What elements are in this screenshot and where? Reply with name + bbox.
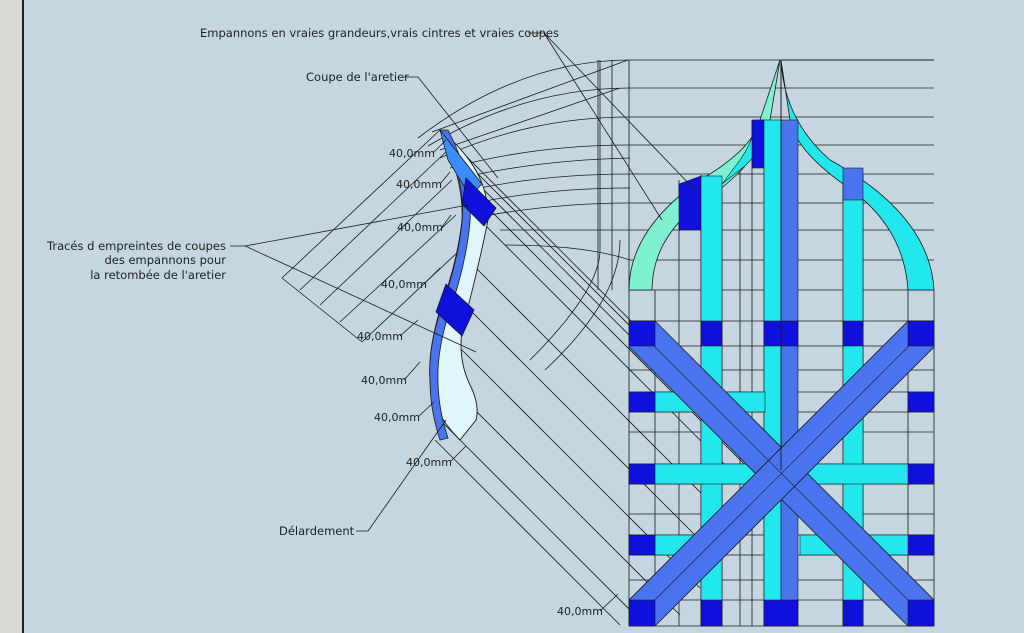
dimension-label: 40,0mm: [381, 278, 427, 291]
profile-navy-block-1: [461, 177, 497, 227]
ogee-left-mint: [628, 59, 781, 291]
dimension-label: 40,0mm: [357, 330, 403, 343]
label-delardement: Délardement: [279, 524, 355, 538]
profile-navy-block-2: [435, 283, 475, 337]
label-empannons: Empannons en vraies grandeurs,vrais cint…: [200, 26, 559, 40]
leader-lines: [230, 32, 696, 532]
dimension-arrows: [399, 139, 619, 612]
dimension-label: 40,0mm: [397, 221, 443, 234]
label-traces-line2: des empannons pour: [104, 253, 226, 267]
left-panel-edge: [0, 0, 22, 633]
ogee-elevation: [628, 59, 935, 291]
ridge-lines: [780, 59, 934, 470]
dimension-label: 40,0mm: [361, 374, 407, 387]
dimension-label: 40,0mm: [374, 411, 420, 424]
label-traces-line1: Tracés d empreintes de coupes: [46, 239, 226, 253]
ogee-right-cyan: [780, 59, 935, 291]
ogee-navy-block-a: [751, 119, 765, 169]
navy-blocks: [628, 320, 935, 627]
panel-divider: [22, 0, 24, 633]
dimension-label: 40,0mm: [396, 178, 442, 191]
dimension-label: 40,0mm: [406, 456, 452, 469]
label-traces-line3: la retombée de l'aretier: [90, 268, 226, 282]
hip-rafters: [629, 320, 934, 626]
label-coupe-aretier: Coupe de l'aretier: [306, 70, 409, 84]
profile-royal-edge: [429, 129, 471, 441]
dimension-label: 40,0mm: [557, 605, 603, 618]
ogee-royal-block-b: [842, 167, 864, 203]
aretier-profile: [429, 129, 497, 441]
ogee-navy-block-c: [678, 175, 702, 231]
dimension-label: 40,0mm: [389, 147, 435, 160]
